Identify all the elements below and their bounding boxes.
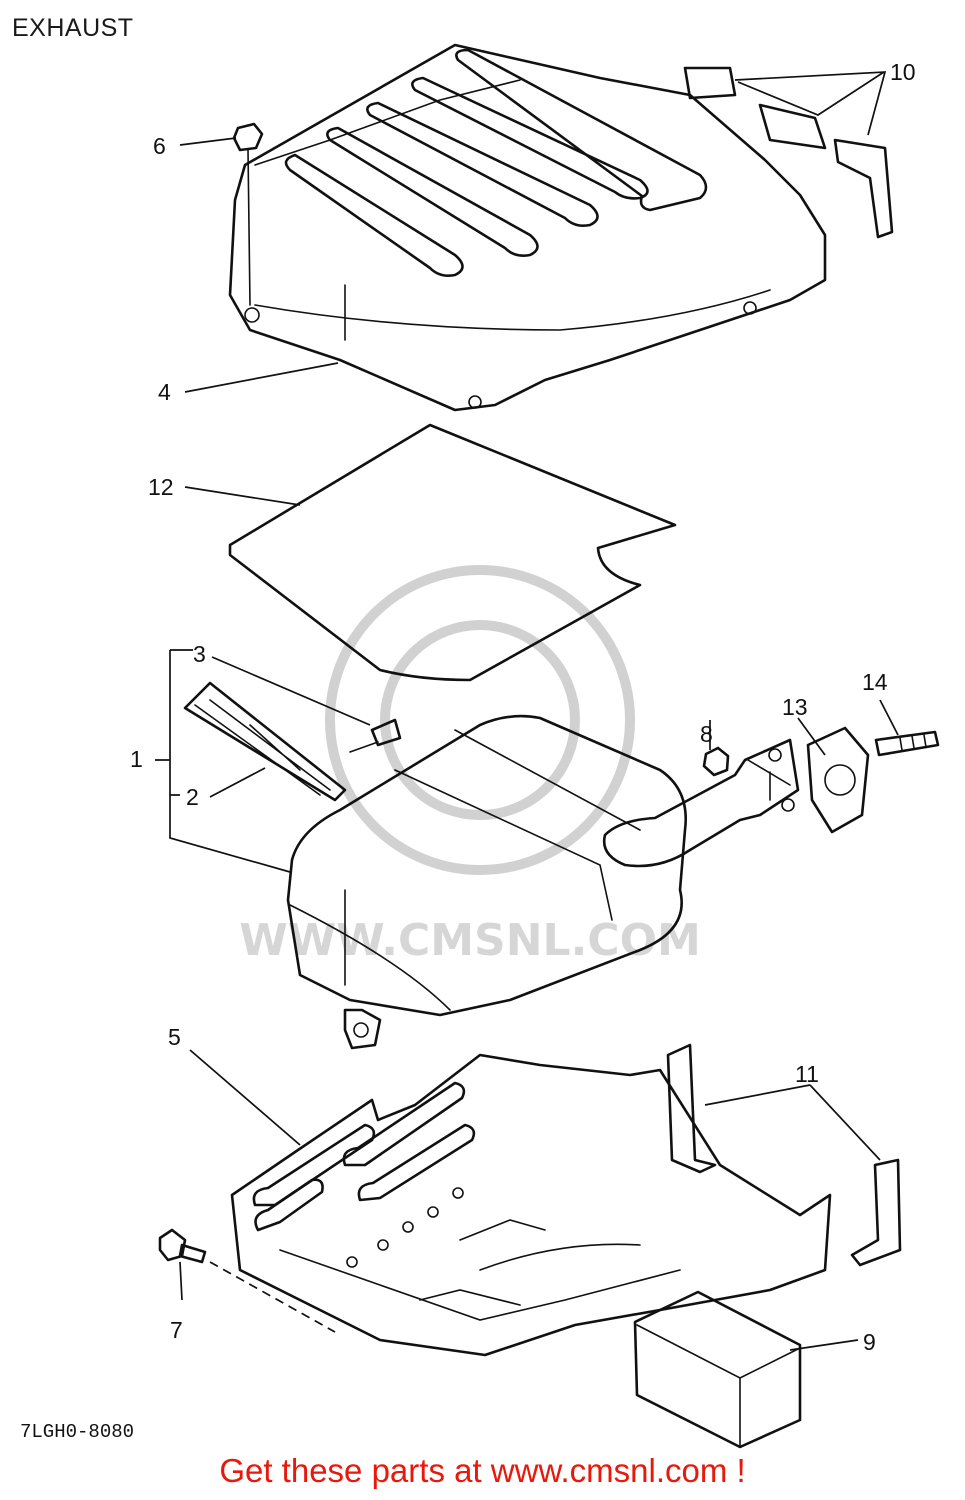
- callouts: 1 2 3 4 5 6 7 8 9 10 11 12 13 14: [130, 59, 916, 1355]
- callout-5: 5: [168, 1024, 181, 1050]
- nut-8: [702, 746, 730, 777]
- muffler-assembly: [183, 681, 800, 1050]
- callout-8: 8: [700, 721, 713, 747]
- insulator-sheet-12: [228, 423, 677, 682]
- callout-7: 7: [170, 1317, 183, 1343]
- callout-11: 11: [795, 1061, 819, 1087]
- footer-link-text[interactable]: Get these parts at www.cmsnl.com !: [219, 1452, 746, 1489]
- callout-1: 1: [130, 746, 143, 772]
- bolt-7: [158, 1228, 336, 1333]
- callout-10: 10: [890, 59, 916, 85]
- insulator-block-9: [633, 1290, 802, 1449]
- clip-11-set: [666, 1043, 902, 1267]
- lower-heat-shield: [230, 1053, 832, 1357]
- clip-10-set: [683, 66, 894, 239]
- page-title: EXHAUST: [12, 14, 134, 42]
- stud-14: [874, 730, 940, 757]
- callout-2: 2: [186, 784, 199, 810]
- drawing-code: 7LGH0-8080: [20, 1421, 134, 1443]
- callout-6: 6: [153, 133, 166, 159]
- callout-4: 4: [158, 379, 171, 405]
- gasket-13: [806, 726, 870, 834]
- top-heat-shield: [228, 43, 827, 412]
- watermark-text: WWW.CMSNL.COM: [239, 915, 701, 966]
- callout-12: 12: [148, 474, 174, 500]
- leader-lines: [155, 71, 899, 1351]
- callout-9: 9: [863, 1329, 876, 1355]
- callout-3: 3: [193, 641, 206, 667]
- watermark-logo: WWW.CMSNL.COM: [239, 565, 701, 966]
- callout-14: 14: [862, 669, 888, 695]
- callout-13: 13: [782, 694, 808, 720]
